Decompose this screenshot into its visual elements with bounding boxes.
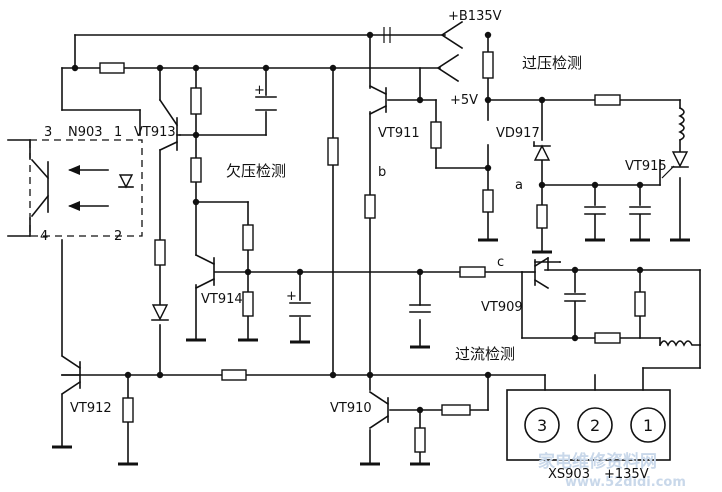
inductors	[658, 106, 701, 347]
transistors	[60, 84, 550, 430]
svg-text:+: +	[254, 83, 265, 98]
pin-label-2: 2	[114, 229, 122, 244]
supply-arrows	[436, 20, 464, 83]
diodes	[151, 141, 689, 321]
label-overvoltage: 过压检测	[522, 54, 582, 72]
label-overcurrent: 过流检测	[455, 345, 515, 363]
connector-pin-3: 3	[537, 416, 547, 435]
labels: +B135V 过压检测 +5V 3 N903 1 4 2 VT913 VT911…	[40, 9, 667, 482]
label-plus5v: +5V	[450, 93, 478, 108]
svg-text:www.52didi.com: www.52didi.com	[565, 475, 686, 490]
connector-xs903	[506, 389, 671, 461]
label-vt914: VT914	[201, 292, 243, 307]
label-vt912: VT912	[70, 401, 112, 416]
pin-label-1: 1	[114, 125, 122, 140]
label-vt913: VT913	[134, 125, 176, 140]
pin-label-4: 4	[40, 229, 48, 244]
label-node-b: b	[378, 165, 386, 180]
label-node-c: c	[497, 255, 504, 270]
label-vd917: VD917	[496, 126, 540, 141]
capacitors: + +	[254, 27, 651, 317]
label-xs903: XS903	[548, 467, 590, 482]
label-undervoltage: 欠压检测	[226, 162, 286, 180]
watermark-logo: 家电维修资料网 www.52didi.com	[538, 451, 686, 490]
label-n903: N903	[68, 125, 103, 140]
label-vt911: VT911	[378, 126, 420, 141]
label-node-a: a	[515, 178, 523, 193]
optocoupler-n903	[29, 139, 143, 237]
svg-text:+: +	[286, 289, 297, 304]
ground-symbols	[52, 238, 690, 466]
connector-pin-2: 2	[590, 416, 600, 435]
label-vt910: VT910	[330, 401, 372, 416]
label-vt909: VT909	[481, 300, 523, 315]
svg-text:家电维修资料网: 家电维修资料网	[538, 451, 657, 472]
connector-pin-1: 1	[643, 416, 653, 435]
pin-label-3: 3	[44, 125, 52, 140]
resistors	[99, 51, 646, 453]
junctions	[71, 31, 644, 414]
label-vt915: VT915	[625, 159, 667, 174]
label-b135v: +B135V	[448, 9, 502, 24]
label-plus135v: +135V	[604, 467, 649, 482]
